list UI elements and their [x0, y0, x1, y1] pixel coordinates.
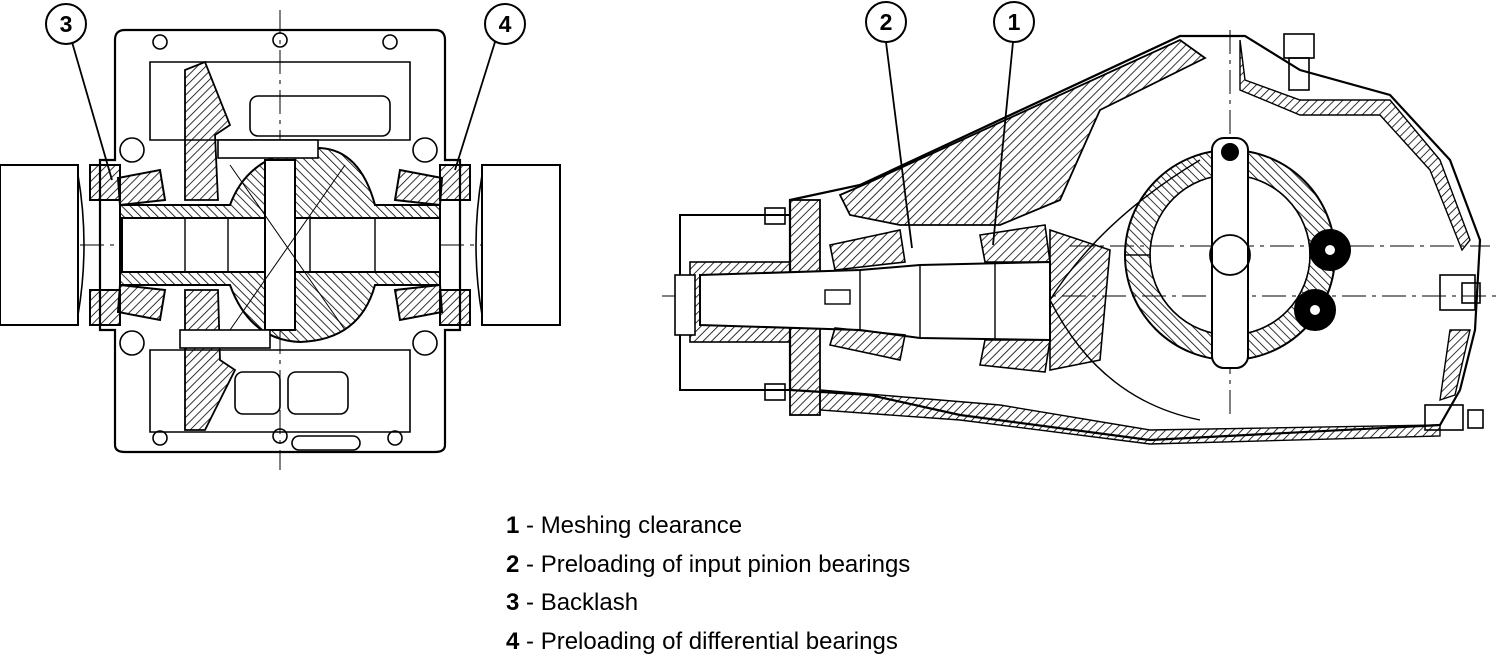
legend-number: 3 [506, 589, 519, 616]
legend-text: Preloading of differential bearings [541, 628, 898, 655]
legend-text: Backlash [541, 589, 638, 616]
callout-2-number: 2 [880, 9, 893, 35]
legend-number: 1 [506, 512, 519, 539]
legend-text: Meshing clearance [541, 512, 742, 539]
legend-item-3: 3 - Backlash [506, 584, 910, 623]
legend: 1 - Meshing clearance 2 - Preloading of … [506, 507, 910, 661]
callout-3-number: 3 [60, 11, 73, 37]
callout-3: 3 [46, 4, 86, 44]
callout-2: 2 [866, 2, 906, 42]
legend-item-2: 2 - Preloading of input pinion bearings [506, 546, 910, 585]
legend-number: 4 [506, 628, 519, 655]
legend-separator: - [519, 628, 540, 655]
legend-separator: - [519, 589, 540, 616]
callout-4-number: 4 [499, 11, 512, 37]
legend-separator: - [519, 551, 540, 578]
legend-number: 2 [506, 551, 519, 578]
right-longitudinal-section-view [662, 30, 1500, 444]
legend-separator: - [519, 512, 540, 539]
left-differential-section-view [0, 10, 560, 470]
callout-1: 1 [994, 2, 1034, 42]
legend-item-4: 4 - Preloading of differential bearings [506, 623, 910, 661]
callout-4: 4 [485, 4, 525, 44]
callout-1-number: 1 [1008, 9, 1021, 35]
legend-text: Preloading of input pinion bearings [541, 551, 911, 578]
legend-item-1: 1 - Meshing clearance [506, 507, 910, 546]
